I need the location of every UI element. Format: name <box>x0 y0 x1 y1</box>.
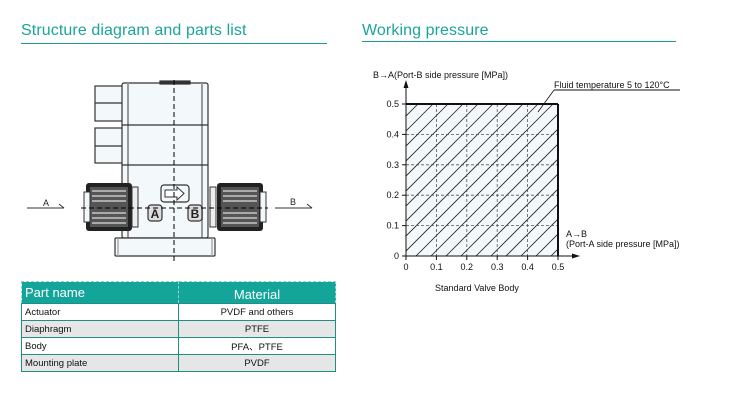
port-letter-b: B <box>187 204 203 222</box>
usable-range-region <box>406 104 558 256</box>
hatch-line <box>406 104 494 192</box>
header-part-name: Part name <box>21 281 179 304</box>
port-letter-a-text: A <box>151 207 160 221</box>
y-tick-label: 0.4 <box>386 129 399 139</box>
right-arrow-icon <box>160 184 190 203</box>
section-title-working-pressure: Working pressure <box>362 22 489 39</box>
x-tick-label: 0.2 <box>461 262 474 272</box>
y-tick-label: 0.5 <box>386 99 399 109</box>
table-header-row: Part name Material <box>21 281 336 304</box>
part-name-cell: Mounting plate <box>21 354 179 372</box>
part-name-cell: Body <box>21 337 179 355</box>
header-material: Material <box>178 281 336 304</box>
hatch-line <box>406 104 434 132</box>
chart-title: Standard Valve Body <box>435 283 519 293</box>
table-row: Actuator PVDF and others <box>21 303 336 321</box>
title-underline <box>362 41 676 42</box>
valve-structure-diagram: A B A B <box>27 80 313 262</box>
y-tick-label: 0 <box>394 251 399 261</box>
section-label-a: A <box>43 198 49 208</box>
hatch-line <box>406 104 464 162</box>
hatch-line <box>581 104 733 256</box>
y-axis-arrow-icon <box>403 80 409 88</box>
fluid-temperature-annotation: Fluid temperature 5 to 120°C <box>554 80 670 90</box>
x-tick-label: 0 <box>403 262 408 272</box>
hatch-line <box>406 104 449 147</box>
material-cell: PVDF <box>178 354 336 372</box>
material-cell: PVDF and others <box>178 303 336 321</box>
hatch-line <box>406 104 479 177</box>
connector-blocks <box>94 85 124 164</box>
mounting-plate <box>114 237 216 257</box>
x-tick-label: 0.3 <box>491 262 504 272</box>
x-tick-label: 0.5 <box>552 262 565 272</box>
x-axis-label-direction: A→B <box>566 229 587 239</box>
table-row: Mounting plate PVDF <box>21 354 336 372</box>
hatch-line <box>596 104 738 256</box>
y-tick-label: 0.3 <box>386 160 399 170</box>
x-axis-label: (Port-A side pressure [MPa]) <box>566 239 680 249</box>
table-row: Body PFA、PTFE <box>21 337 336 355</box>
hatch-line <box>406 104 539 237</box>
section-title-structure: Structure diagram and parts list <box>21 22 247 39</box>
y-axis-label: B→A(Port-B side pressure [MPa]) <box>373 70 508 80</box>
port-letter-a: A <box>147 204 163 222</box>
hatch-line <box>360 104 388 256</box>
hatch-line <box>490 188 558 256</box>
x-axis-arrow-icon <box>572 253 580 259</box>
x-tick-label: 0.1 <box>430 262 443 272</box>
y-tick-label: 0.2 <box>386 190 399 200</box>
section-marker-a: A <box>27 198 65 209</box>
hatch-line <box>415 113 558 256</box>
right-fitting-nut <box>209 183 267 231</box>
hatch-line <box>406 104 509 207</box>
material-cell: PTFE <box>178 320 336 338</box>
port-letter-b-text: B <box>191 207 200 221</box>
hatch-line <box>360 104 403 256</box>
part-name-cell: Diaphragm <box>21 320 179 338</box>
hatch-line <box>445 143 558 256</box>
x-tick-label: 0.4 <box>521 262 534 272</box>
section-marker-b: B <box>275 197 313 209</box>
parts-list-table: Part name Material Actuator PVDF and oth… <box>21 281 336 372</box>
working-pressure-chart: 0 0.1 0.2 0.3 0.4 0.5 0 0.1 0.2 0.3 0.4 0.5 B→A(Por… <box>360 70 738 293</box>
hatch-line <box>460 158 558 256</box>
hatch-line <box>505 203 558 256</box>
part-name-cell: Actuator <box>21 303 179 321</box>
hatch-line <box>360 104 373 256</box>
left-fitting-nut <box>83 183 139 231</box>
y-tick-label: 0.1 <box>386 221 399 231</box>
title-underline <box>21 43 327 44</box>
hatch-line <box>566 104 718 256</box>
hatch-line <box>520 218 558 256</box>
hatch-line <box>406 104 524 222</box>
annotation-leader-line <box>537 89 555 113</box>
table-row: Diaphragm PTFE <box>21 320 336 338</box>
material-cell: PFA、PTFE <box>178 337 336 355</box>
section-label-b: B <box>290 197 296 207</box>
hatch-line <box>475 173 558 256</box>
